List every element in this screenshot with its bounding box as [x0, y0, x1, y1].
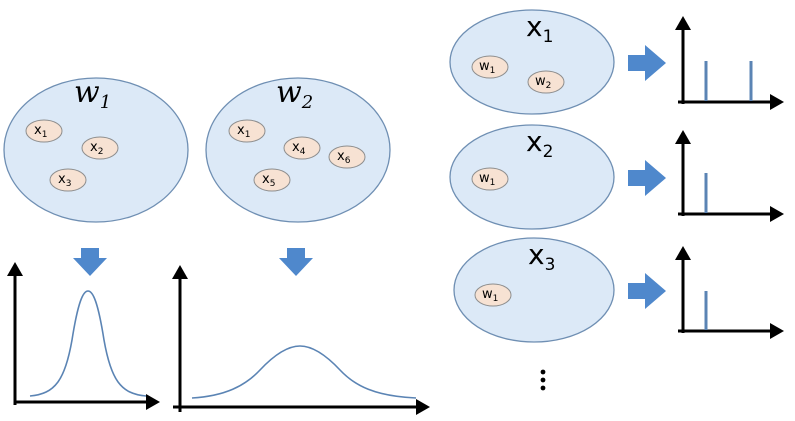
right-arrow-icon [628, 45, 666, 81]
y-axis-arrowhead [675, 16, 691, 30]
item-w2-x5: x5 [253, 168, 291, 192]
cluster-w1-label: w1 [74, 75, 111, 113]
item-w2-x6: x6 [328, 145, 366, 169]
cluster-x3: x3 w1 [453, 237, 615, 343]
plot-narrow-distribution [7, 262, 160, 410]
wide-bell-curve [191, 345, 417, 399]
plot-x3-spike [675, 246, 784, 339]
down-arrow-icon [73, 248, 107, 276]
item-x1-w2: w2 [527, 70, 565, 94]
item-label: x4 [292, 140, 306, 157]
plot-x1-spikes [675, 16, 784, 110]
cluster-x1-label: x1 [526, 10, 553, 47]
down-arrow-icon [279, 248, 313, 276]
x-axis-arrowhead [770, 206, 784, 222]
item-label: x2 [90, 140, 103, 157]
cluster-x2: x2 w1 [449, 124, 615, 230]
cluster-x1: x1 w1 w2 [449, 9, 615, 115]
right-arrow-icon [628, 160, 666, 196]
item-label: x6 [337, 149, 351, 166]
item-x1-w1: w1 [471, 55, 509, 79]
y-axis-arrowhead [172, 265, 188, 279]
item-ellipse [228, 119, 266, 143]
item-ellipse [283, 136, 321, 160]
cluster-x1-ellipse [449, 9, 615, 115]
item-w1-x3: x3 [49, 168, 87, 192]
y-axis-arrowhead [675, 130, 691, 144]
cluster-x2-ellipse [449, 124, 615, 230]
item-ellipse [328, 145, 366, 169]
item-ellipse [471, 167, 509, 191]
item-x3-w1: w1 [474, 283, 512, 307]
narrow-bell-curve [29, 290, 147, 397]
item-label: w1 [479, 171, 495, 188]
item-w2-x4: x4 [283, 136, 321, 160]
cluster-x3-ellipse [453, 237, 615, 343]
item-label: x5 [262, 172, 275, 189]
vertical-ellipsis-icon [540, 369, 546, 391]
item-label: x3 [58, 172, 71, 189]
item-ellipse [49, 168, 87, 192]
y-axis-arrowhead [7, 262, 23, 276]
item-label: x1 [34, 123, 47, 140]
item-w1-x1: x1 [25, 119, 63, 143]
cluster-w1: w1 x1 x2 x3 [3, 75, 189, 223]
x-axis-arrowhead [770, 94, 784, 110]
cluster-x2-label: x2 [526, 125, 553, 162]
x-axis-arrowhead [770, 323, 784, 339]
item-ellipse [527, 70, 565, 94]
item-w1-x2: x2 [81, 136, 119, 160]
item-label: w2 [535, 74, 551, 91]
item-ellipse [81, 136, 119, 160]
cluster-x3-label: x3 [528, 238, 555, 275]
item-ellipse [471, 55, 509, 79]
item-w2-x1: x1 [228, 119, 266, 143]
x-axis-arrowhead [416, 399, 430, 415]
cluster-w2: w2 x1 x4 x6 x5 [205, 75, 391, 223]
item-ellipse [474, 283, 512, 307]
y-axis-arrowhead [675, 246, 691, 260]
item-label: w1 [479, 59, 495, 76]
x-axis-arrowhead [146, 394, 160, 410]
plot-wide-distribution [172, 265, 430, 415]
item-label: w1 [482, 287, 498, 304]
cluster-w2-label: w2 [276, 75, 313, 113]
item-ellipse [253, 168, 291, 192]
plot-x2-spike [675, 130, 784, 222]
item-x2-w1: w1 [471, 167, 509, 191]
item-ellipse [25, 119, 63, 143]
right-arrow-icon [628, 273, 666, 309]
item-label: x1 [237, 123, 250, 140]
